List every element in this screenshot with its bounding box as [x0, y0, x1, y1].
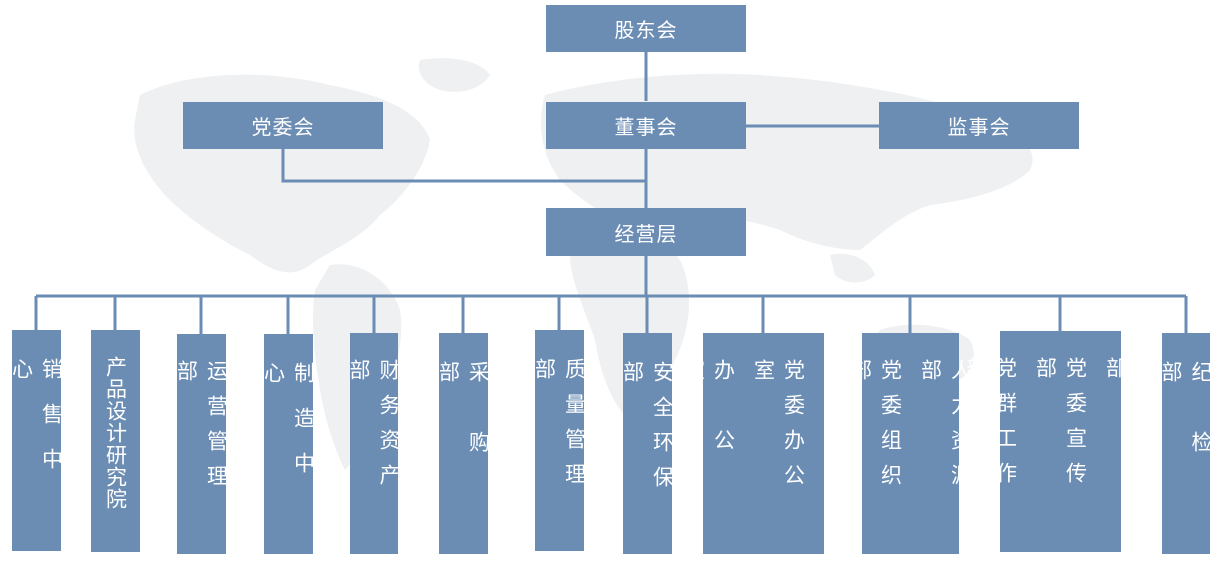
department-label: 采购部 — [436, 361, 491, 501]
shareholders-label: 股东会 — [614, 18, 678, 42]
department-box-safety: 安全环保部 — [621, 333, 675, 554]
department-label: 财务资产部 — [347, 359, 401, 499]
department-box-manufacturing: 制造中心 — [262, 334, 316, 554]
department-label: 党委办公室 — [751, 359, 806, 499]
supervisors-label: 监事会 — [947, 115, 1011, 139]
department-box-procurement: 采购部 — [437, 333, 491, 554]
department-label: 董事会办公室 — [821, 359, 846, 521]
department-label: 办公室 — [681, 359, 736, 499]
supervisors-box: 监事会 — [879, 102, 1079, 149]
department-label: 党委宣传部 — [1033, 357, 1088, 497]
department-box-party-hr: 党委组织部 人力资源部 — [849, 333, 973, 554]
department-box-offices: 办公室 党委办公室 董事会办公室 — [682, 333, 846, 554]
department-box-product-design: 产品设计研究院 — [91, 330, 140, 552]
department-box-party-culture: 党群工作部 党委宣传部 企业文化部 — [964, 331, 1158, 552]
management-box: 经营层 — [546, 208, 746, 256]
party-committee-box: 党委会 — [183, 102, 383, 149]
line-party-management — [281, 149, 646, 183]
department-box-operations: 运营管理部 — [175, 334, 229, 554]
department-label: 党群工作部 — [963, 357, 1018, 497]
board-box: 董事会 — [546, 102, 746, 149]
department-label: 产品设计研究院 — [103, 356, 128, 510]
department-label: 运营管理部 — [174, 360, 229, 500]
department-label: 制造中心 — [261, 362, 316, 497]
department-label: 质量管理部 — [532, 358, 587, 498]
management-label: 经营层 — [614, 221, 678, 246]
department-box-finance: 财务资产部 — [347, 333, 401, 554]
department-label: 企业文化部 — [1103, 357, 1158, 497]
department-box-sales: 销售中心 — [10, 330, 64, 551]
department-label: 安全环保部 — [620, 361, 675, 501]
board-label: 董事会 — [614, 115, 678, 139]
department-label: 党委组织部 — [848, 359, 903, 499]
shareholders-box: 股东会 — [546, 5, 746, 52]
department-box-quality: 质量管理部 — [533, 330, 587, 551]
department-label: 销售中心 — [9, 358, 64, 493]
party-committee-label: 党委会 — [251, 115, 315, 139]
department-box-discipline: 纪检部 — [1159, 333, 1213, 554]
department-label: 纪检部 — [1159, 361, 1213, 501]
department-label: 人力资源部 — [918, 359, 973, 499]
